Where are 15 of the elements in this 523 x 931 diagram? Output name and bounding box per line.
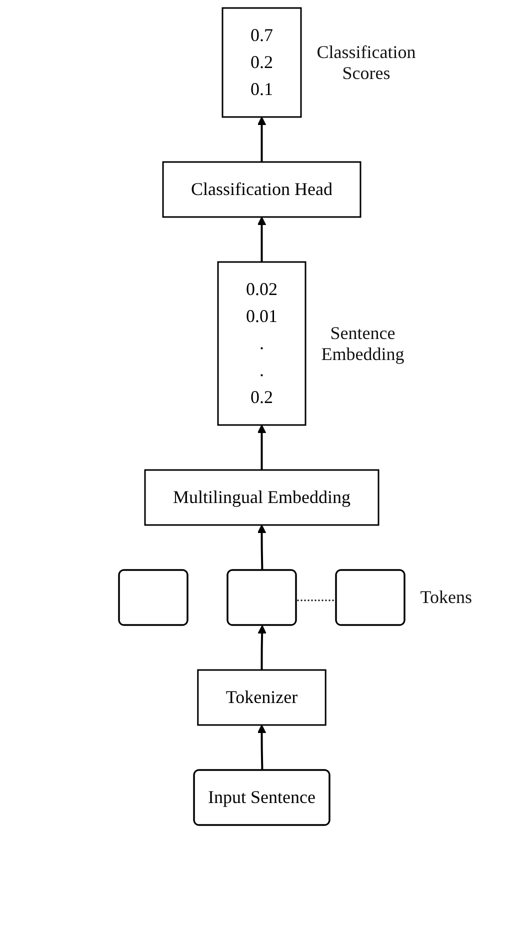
- ellipsis-text: ...........: [296, 590, 335, 606]
- node-box: 0.7 0.2 0.1: [222, 7, 302, 118]
- arrow: [257, 524, 266, 571]
- arrow: [257, 216, 266, 262]
- arrow: [257, 625, 266, 670]
- vector-caption: Sentence Embedding: [321, 322, 404, 364]
- node-box: Multilingual Embedding: [144, 469, 379, 526]
- arrow: [257, 724, 266, 771]
- arrow: [257, 424, 266, 470]
- vector-caption: Classification Scores: [316, 42, 416, 84]
- node-box: Classification Head: [162, 161, 361, 218]
- node-box: 0.02 0.01 . . 0.2: [217, 261, 306, 426]
- node-box: Tokenizer: [196, 669, 326, 726]
- vector-caption: Tokens: [420, 587, 472, 608]
- arrow: [257, 116, 266, 162]
